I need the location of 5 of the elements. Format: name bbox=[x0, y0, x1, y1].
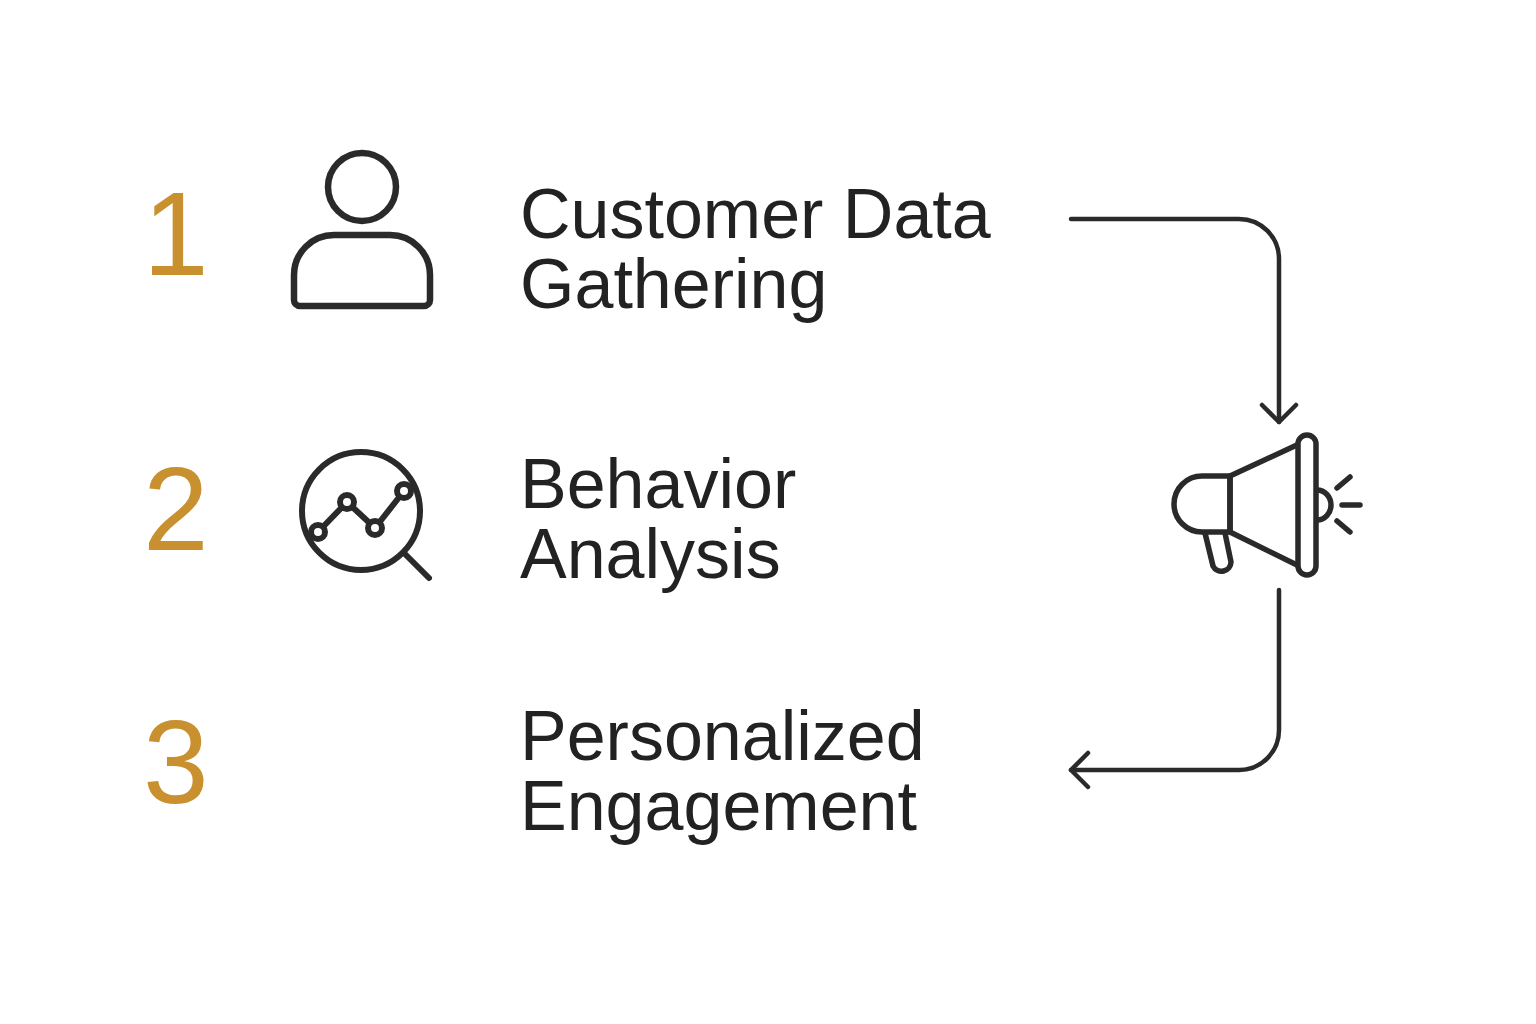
step-number: 1 bbox=[143, 175, 209, 293]
step-number: 3 bbox=[143, 703, 209, 821]
arrow bbox=[1068, 216, 1299, 425]
arrow bbox=[1068, 587, 1282, 790]
step-number: 2 bbox=[143, 450, 209, 568]
